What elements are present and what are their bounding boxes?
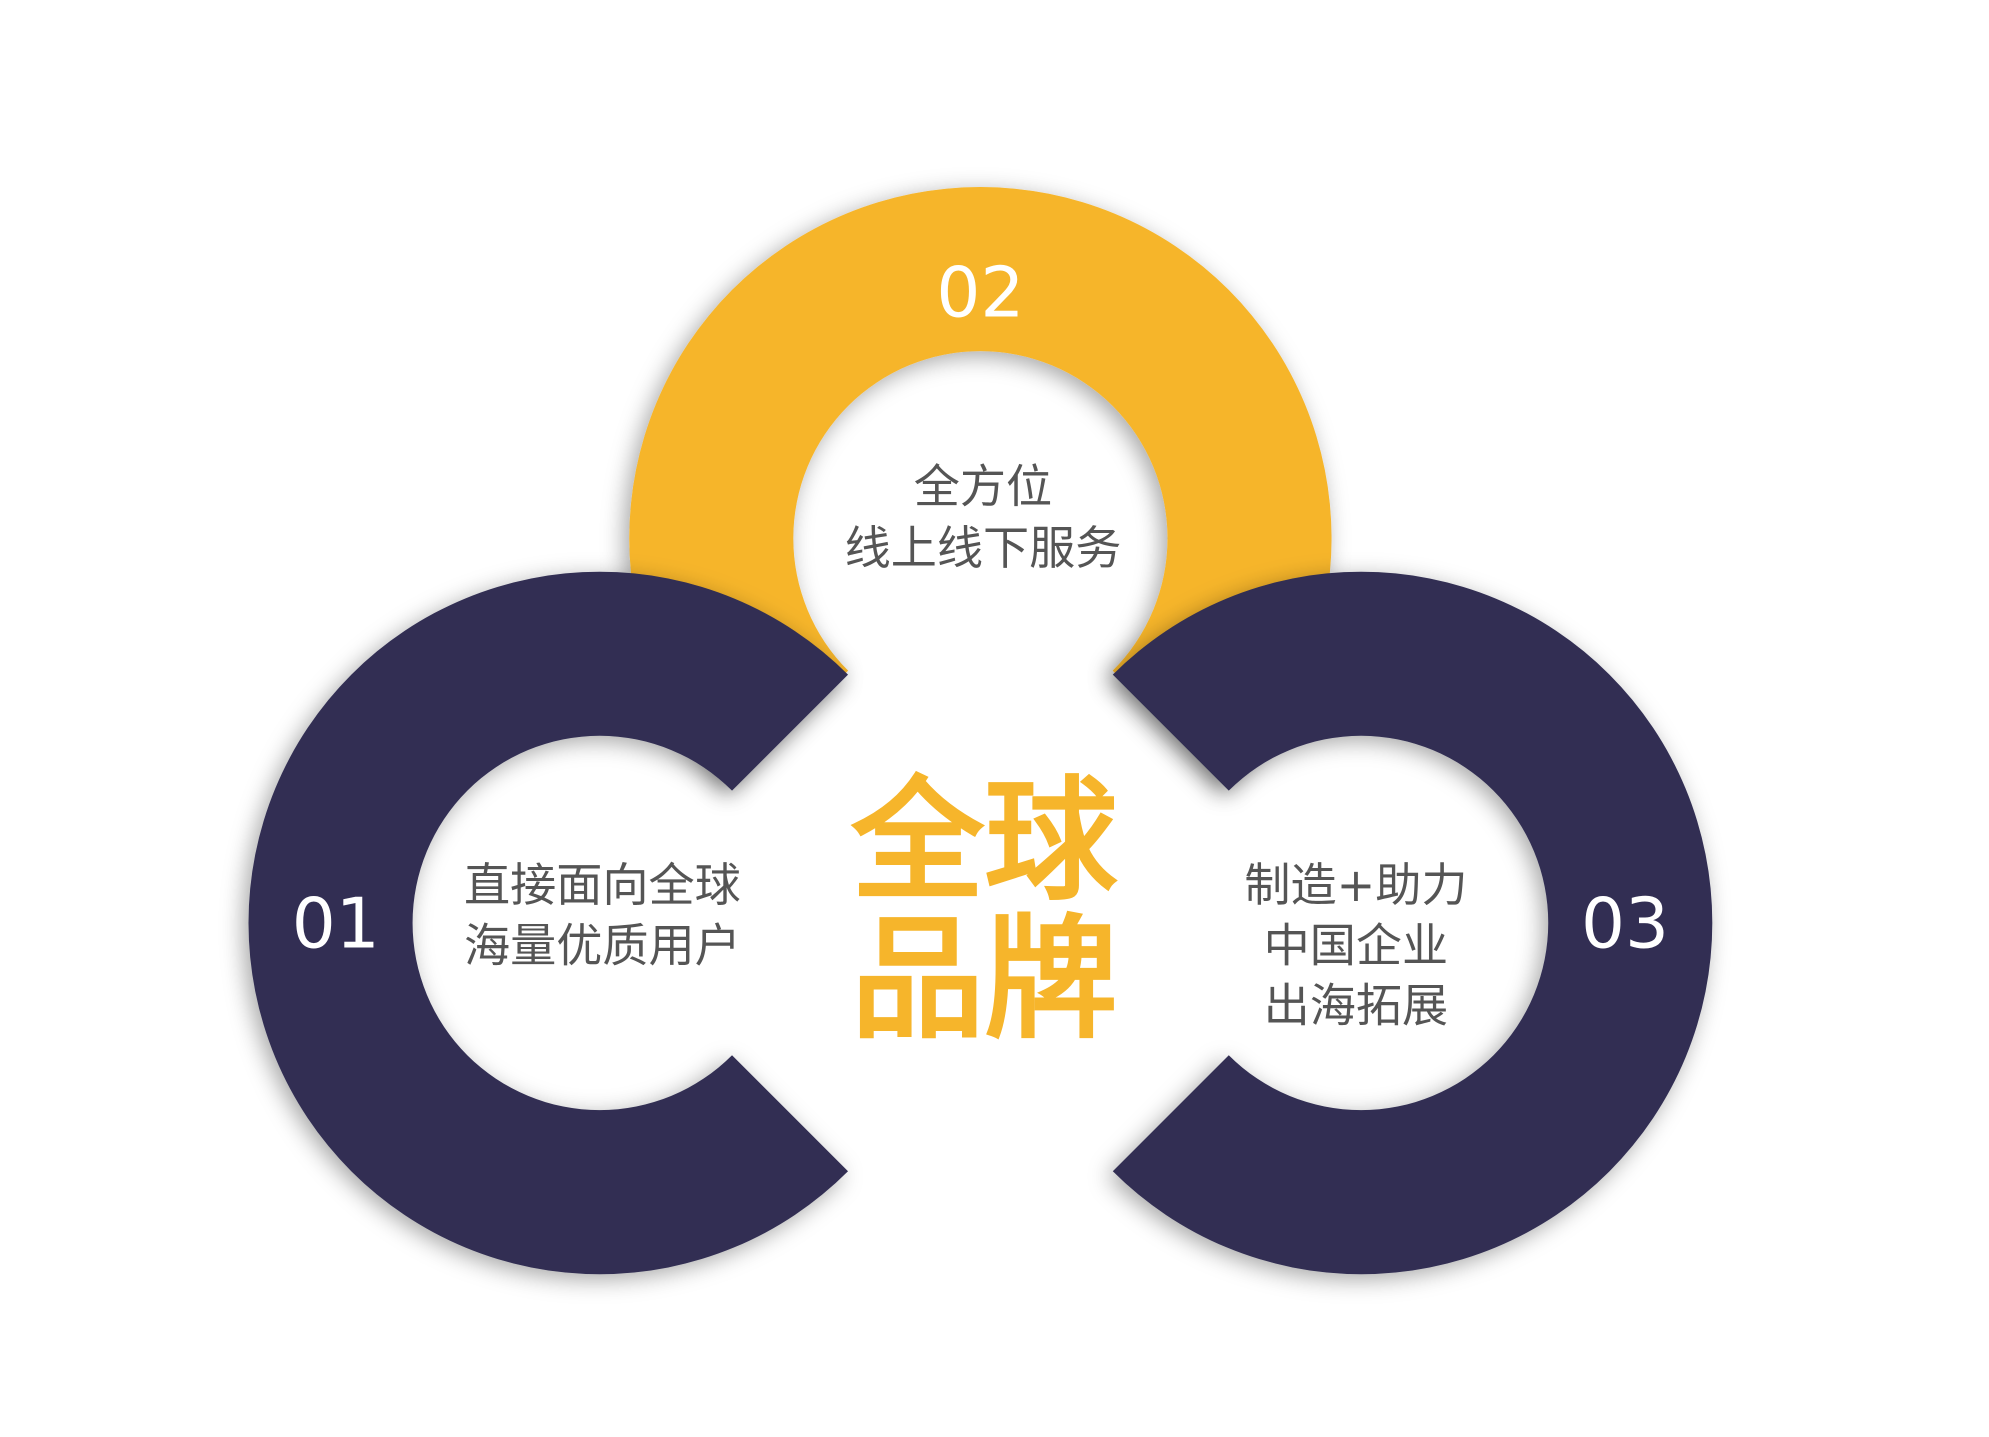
item-03-line-3: 出海拓展 <box>1264 979 1448 1033</box>
item-01-number: 01 <box>292 884 380 964</box>
item-02-line-2: 线上线下服务 <box>845 521 1122 575</box>
item-03-line-2: 中国企业 <box>1264 918 1448 972</box>
ring-02-yellow <box>629 187 1332 787</box>
item-01-line-2: 海量优质用户 <box>464 918 741 972</box>
item-03-line-1: 制造+助力 <box>1244 858 1467 912</box>
item-03-number: 03 <box>1581 884 1669 964</box>
ring-01-navy <box>248 571 849 1275</box>
item-02-line-1: 全方位 <box>914 459 1052 513</box>
center-title-line-1: 全球 <box>850 764 1118 919</box>
ring-03-navy <box>1112 571 1713 1275</box>
center-title-line-2: 品牌 <box>851 902 1118 1057</box>
item-01-line-1: 直接面向全球 <box>464 858 741 912</box>
item-02-number: 02 <box>936 254 1024 334</box>
